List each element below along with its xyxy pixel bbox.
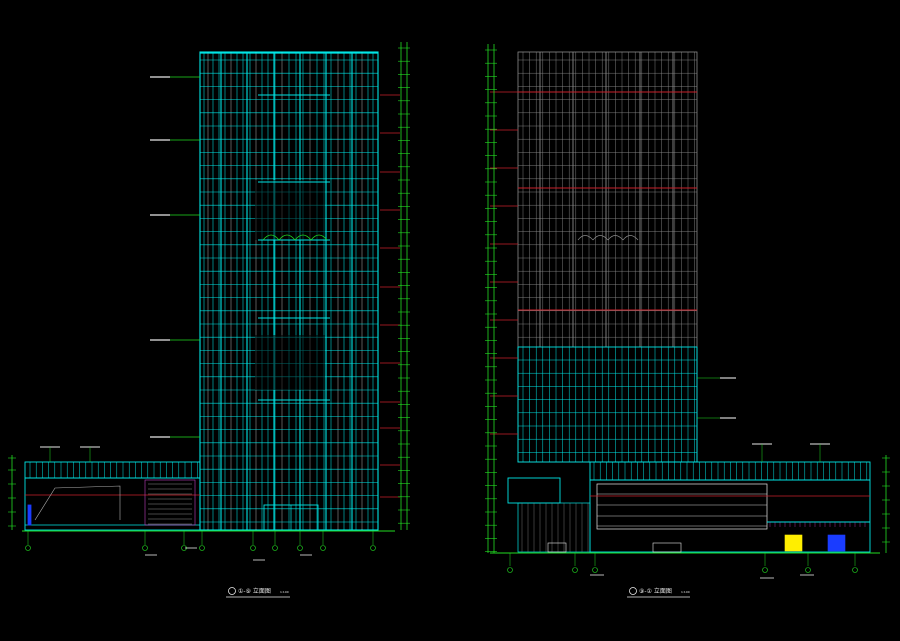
blue-door — [827, 534, 846, 552]
blue-door — [27, 504, 32, 526]
left-tower-curtain-wall — [199, 51, 400, 531]
section-marker-icon — [629, 587, 637, 595]
right-dimension-chain — [485, 44, 890, 553]
axis-bubble-icon — [592, 567, 598, 573]
arch — [577, 235, 594, 241]
left-dimension-chain — [8, 42, 410, 530]
podium-frame — [596, 483, 768, 530]
axis-bubble-icon — [320, 545, 326, 551]
arch — [262, 234, 280, 241]
right-axis-bubbles — [507, 553, 858, 579]
arch — [310, 234, 328, 241]
axis-bubble-icon — [852, 567, 858, 573]
right-podium — [490, 443, 880, 554]
arch — [592, 235, 609, 241]
left-scale: 1:100 — [280, 590, 289, 594]
right-caption: ⑨-① 立面图 — [639, 587, 672, 595]
left-level-labels — [40, 76, 200, 462]
right-scale: 1:100 — [681, 590, 690, 594]
left-caption: ①-⑨ 立面图 — [238, 587, 271, 595]
axis-bubble-icon — [370, 545, 376, 551]
axis-bubble-icon — [142, 545, 148, 551]
section-marker-icon — [228, 587, 236, 595]
podium-outline — [24, 461, 201, 531]
right-title-block: ⑨-① 立面图 1:100 — [627, 587, 690, 598]
yellow-door — [784, 534, 803, 552]
axis-bubble-icon — [805, 567, 811, 573]
right-elevation: ⑨-① 立面图 1:100 — [485, 44, 890, 598]
arch — [622, 235, 639, 241]
left-elevation: ①-⑨ 立面图 1:100 — [8, 42, 410, 598]
stair-block — [144, 479, 196, 526]
axis-bubble-icon — [199, 545, 205, 551]
arch — [294, 234, 312, 241]
axis-bubble-icon — [25, 545, 31, 551]
arch — [607, 235, 624, 241]
left-podium — [22, 461, 395, 532]
entrance-door — [652, 542, 682, 553]
left-axis-bubbles — [25, 531, 376, 561]
axis-bubble-icon — [250, 545, 256, 551]
axis-bubble-icon — [762, 567, 768, 573]
side-door — [547, 542, 567, 553]
arch — [278, 234, 296, 241]
podium-detail — [34, 485, 121, 521]
axis-bubble-icon — [272, 545, 278, 551]
left-title-block: ①-⑨ 立面图 1:100 — [226, 587, 290, 598]
axis-bubble-icon — [507, 567, 513, 573]
recess-zone — [255, 335, 325, 390]
recess-zone — [255, 180, 325, 240]
axis-bubble-icon — [297, 545, 303, 551]
axis-bubble-icon — [572, 567, 578, 573]
